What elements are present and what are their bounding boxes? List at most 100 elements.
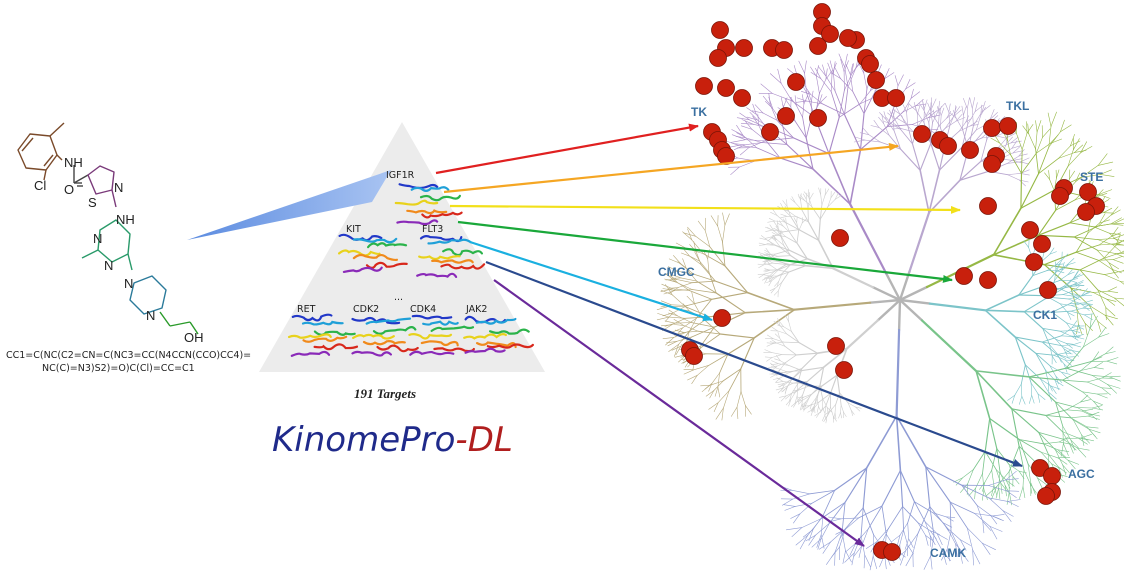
protein-structure xyxy=(416,235,486,278)
target-label-ret: RET xyxy=(297,304,316,315)
kinase-hit-dot xyxy=(955,267,973,285)
dasatinib-molecule: NH Cl O S N NH N N N N OH CC1=C(NC(C2=CN… xyxy=(6,122,251,374)
protein-structure xyxy=(351,316,419,357)
smiles-line-1: CC1=C(NC(C2=CN=C(NC3=CC(N4CCN(CCO)CC4)= xyxy=(6,350,251,361)
target-ellipsis: ... xyxy=(394,292,403,303)
kinase-hit-dot xyxy=(1043,467,1061,485)
target-label-flt3: FLT3 xyxy=(422,224,443,235)
atom-label-n-piperazine-2: N xyxy=(146,308,155,323)
target-label-cdk2: CDK2 xyxy=(353,304,379,315)
kinase-hit-dot xyxy=(713,309,731,327)
target-label-cdk4: CDK4 xyxy=(410,304,436,315)
target-label-jak2: JAK2 xyxy=(465,304,487,315)
piperazine-ring xyxy=(129,275,167,315)
kinase-hit-dot xyxy=(835,361,853,379)
protein-structure xyxy=(287,313,359,357)
family-label-tkl: TKL xyxy=(1006,99,1029,113)
atom-label-oh: OH xyxy=(184,330,204,345)
kinase-hit-dot xyxy=(827,337,845,355)
atom-label-n-pyrimidine-2: N xyxy=(104,258,113,273)
family-label-ck1: CK1 xyxy=(1033,308,1057,322)
target-pyramid xyxy=(259,122,545,372)
kinase-hit-dot xyxy=(1051,187,1069,205)
kinome-tree xyxy=(656,53,1124,571)
kinase-hit-dot xyxy=(733,89,751,107)
kinase-hit-dot xyxy=(831,229,849,247)
atom-label-s: S xyxy=(88,195,97,210)
kinase-hit-dot xyxy=(761,123,779,141)
family-label-camk: CAMK xyxy=(930,546,966,560)
thiazole-ring xyxy=(87,165,117,208)
pyrimidine-ring xyxy=(81,219,133,271)
kinase-hit-dot xyxy=(1077,203,1095,221)
kinase-hit-dot xyxy=(939,137,957,155)
atom-label-nh-amide: NH xyxy=(64,155,83,170)
atom-label-o: O xyxy=(64,182,74,197)
prediction-arrow xyxy=(435,123,699,175)
kinase-hit-dot xyxy=(983,119,1001,137)
kinase-hit-dot xyxy=(711,21,729,39)
hydroxyethyl-chain xyxy=(159,311,199,335)
atom-label-n-piperazine-1: N xyxy=(124,276,133,291)
kinase-hit-dot xyxy=(979,271,997,289)
kinase-hit-dot xyxy=(839,29,857,47)
kinase-hit-dot xyxy=(735,39,753,57)
kinase-hit-dot xyxy=(887,89,905,107)
kinase-hit-dot xyxy=(961,141,979,159)
kinase-hit-dot xyxy=(1021,221,1039,239)
kinase-hit-dot xyxy=(867,71,885,89)
projection-cone xyxy=(187,170,391,240)
family-label-ste: STE xyxy=(1080,170,1103,184)
atom-label-nh-linker: NH xyxy=(116,212,135,227)
kinase-hit-dot xyxy=(775,41,793,59)
kinase-hit-dot xyxy=(883,543,901,561)
target-count-label: 191 Targets xyxy=(354,386,416,401)
kinase-hit-dot xyxy=(861,55,879,73)
kinase-hit-dot xyxy=(979,197,997,215)
kinase-hit-dot xyxy=(685,347,703,365)
kinase-hit-dot xyxy=(999,117,1017,135)
kinase-hit-dot xyxy=(709,49,727,67)
family-label-cmgc: CMGC xyxy=(658,265,695,279)
target-label-igf1r: IGF1R xyxy=(386,170,415,181)
brand-title-kinomepro: KinomePro xyxy=(272,420,455,460)
protein-structure xyxy=(408,314,475,356)
brand-title-dash: - xyxy=(455,420,467,460)
family-label-tk: TK xyxy=(691,105,707,119)
prediction-arrow xyxy=(485,260,1023,468)
protein-structure xyxy=(463,315,534,354)
prediction-arrows xyxy=(435,123,1023,547)
kinase-hit-dot xyxy=(695,77,713,95)
family-label-agc: AGC xyxy=(1068,467,1095,481)
kinase-hit-dots xyxy=(681,3,1105,561)
target-label-kit: KIT xyxy=(346,224,361,235)
protein-structure xyxy=(394,183,463,226)
kinase-hit-dot xyxy=(821,25,839,43)
prediction-arrow xyxy=(493,279,865,547)
kinase-hit-dot xyxy=(809,109,827,127)
kinase-hit-dot xyxy=(913,125,931,143)
kinase-hit-dot xyxy=(1025,253,1043,271)
kinase-hit-dot xyxy=(809,37,827,55)
prediction-arrow xyxy=(469,240,713,322)
smiles-line-2: NC(C)=N3)S2)=O)C(Cl)=CC=C1 xyxy=(42,363,195,374)
kinase-hit-dot xyxy=(1037,487,1055,505)
kinase-hit-dot xyxy=(983,155,1001,173)
amide-linker xyxy=(73,165,89,187)
chlorophenyl-ring xyxy=(17,122,65,181)
brand-title: KinomePro-DL xyxy=(272,420,513,460)
brand-title-dl: DL xyxy=(468,420,513,460)
atom-label-cl: Cl xyxy=(34,178,46,193)
kinase-hit-dot xyxy=(1039,281,1057,299)
prediction-arrow xyxy=(443,142,899,194)
kinase-hit-dot xyxy=(1079,183,1097,201)
prediction-arrow xyxy=(457,220,953,283)
kinase-hit-dot xyxy=(717,79,735,97)
protein-structures xyxy=(287,183,534,357)
atom-label-n-thiazole: N xyxy=(114,180,123,195)
kinase-hit-dot xyxy=(787,73,805,91)
protein-structure xyxy=(338,233,408,273)
prediction-arrow xyxy=(449,204,961,214)
kinase-hit-dot xyxy=(777,107,795,125)
